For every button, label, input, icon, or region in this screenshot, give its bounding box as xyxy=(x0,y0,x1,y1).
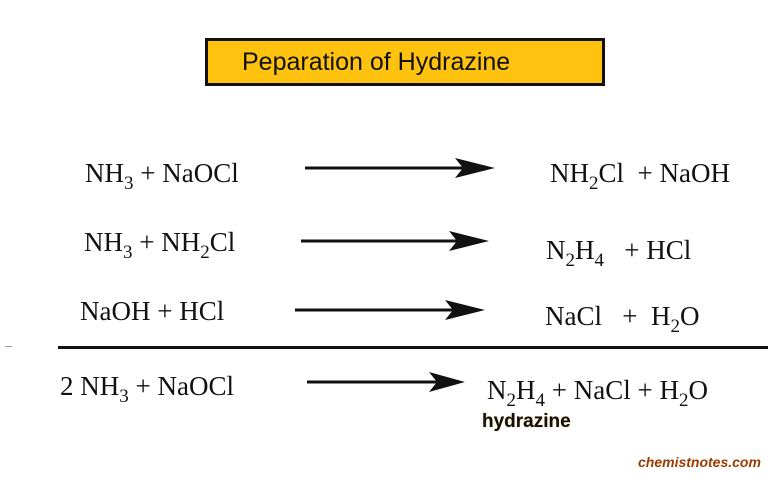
reaction-arrow-icon xyxy=(305,156,495,180)
reaction-1-products: NH2Cl + NaOH xyxy=(550,158,730,194)
net-reaction-reactants: 2 NH3 + NaOCl xyxy=(60,371,234,407)
reaction-arrow-icon xyxy=(301,229,491,253)
margin-mark xyxy=(5,346,12,347)
reaction-arrow-icon xyxy=(307,370,467,394)
reaction-3-reactants: NaOH + HCl xyxy=(80,296,225,326)
sum-divider-line xyxy=(58,346,768,349)
reaction-1-reactants: NH3 + NaOCl xyxy=(85,158,239,194)
source-watermark: chemistnotes.com xyxy=(638,454,761,470)
reaction-2-products: N2H4 + HCl xyxy=(546,235,692,271)
page-title: Peparation of Hydrazine xyxy=(242,48,511,76)
reaction-2-reactants: NH3 + NH2Cl xyxy=(84,227,236,263)
reaction-arrow-icon xyxy=(295,298,485,322)
title-box: Peparation of Hydrazine xyxy=(205,38,605,86)
net-reaction-products: N2H4 + NaCl + H2O xyxy=(487,375,708,411)
hydrazine-label: hydrazine xyxy=(482,411,571,432)
reaction-3-products: NaCl + H2O xyxy=(545,301,700,337)
